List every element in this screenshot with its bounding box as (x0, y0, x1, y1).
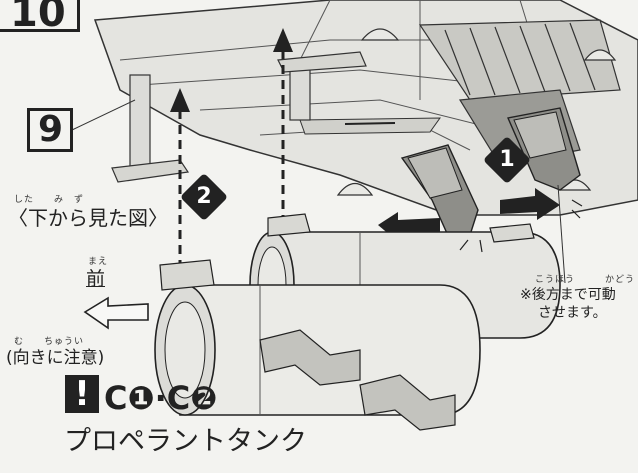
part-name: プロペラントタンク (64, 426, 307, 457)
dome-upper (360, 28, 400, 41)
substep-number-box: 9 (27, 108, 73, 152)
strut-left (129, 74, 151, 171)
step-number-box: 10 (0, 0, 80, 36)
view-label-ruby: した み ず (14, 195, 85, 205)
tank-connector-1 (259, 329, 361, 386)
substep-number: 9 (38, 109, 64, 150)
front-label-ruby: まえ (88, 257, 109, 267)
badge-step-2: 2 (179, 172, 229, 222)
warning-icon: ! (65, 375, 99, 413)
movable-note-line2: させます。 (538, 305, 607, 321)
badge-step-1: 1 (482, 135, 532, 185)
orientation-note: (向きに注意) (6, 348, 105, 368)
movable-note-line1: ※後方まで可動 (520, 287, 616, 303)
step-number: 10 (10, 0, 66, 36)
dome-lower (336, 182, 374, 196)
front-direction-arrow (83, 296, 149, 330)
slide-arrow-right (500, 188, 560, 220)
part-code: C❶·C❷ (104, 379, 218, 417)
view-label: 〈下から見た図〉 (8, 206, 168, 230)
hull-grille (418, 19, 621, 101)
movable-note-ruby: こうほう かどう (535, 275, 636, 285)
orientation-note-ruby: む ちゅうい (14, 337, 85, 347)
tank-connector-2 (359, 374, 456, 431)
front-label: 前 (86, 268, 106, 290)
